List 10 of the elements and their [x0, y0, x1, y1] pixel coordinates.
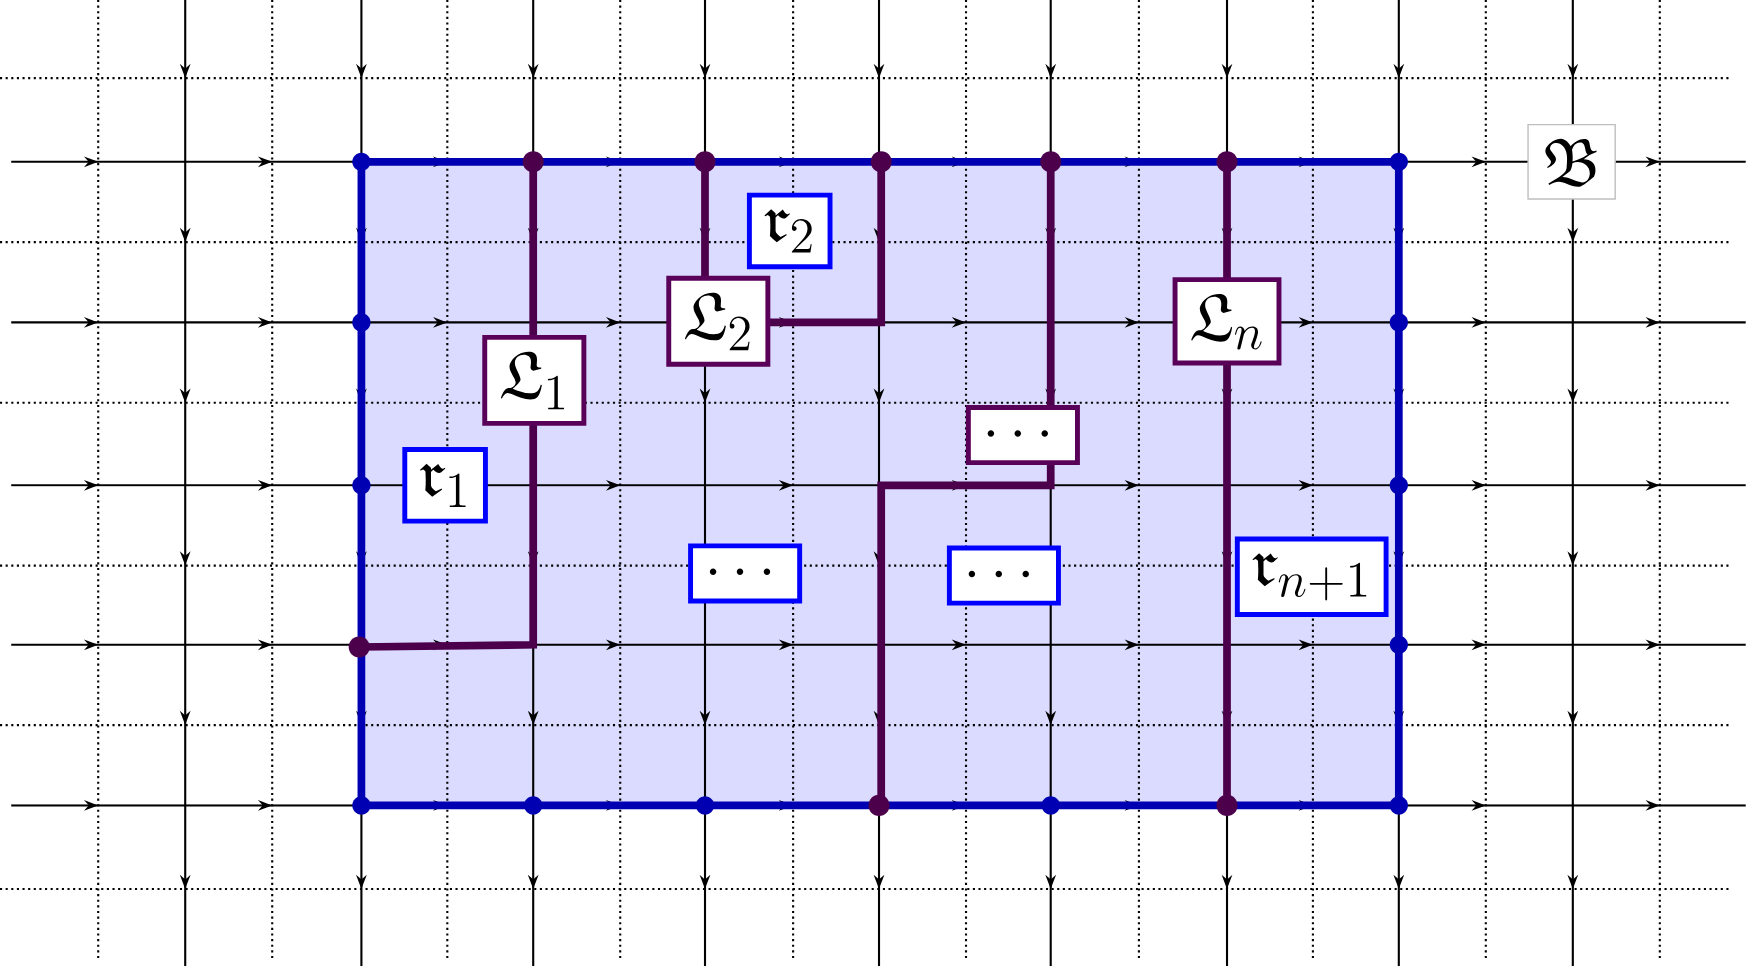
label-box: $\mathfrak{L}_n$ [1172, 277, 1282, 366]
label-box: $\mathfrak{L}_2$ [666, 276, 771, 367]
label-box: $\mathfrak{r}_{n+1}$ [1234, 536, 1389, 617]
label-box: $\mathfrak{L}_1$ [482, 335, 587, 426]
label-box: $\cdots$ [946, 545, 1061, 606]
label-box: $\mathfrak{r}_1$ [402, 447, 488, 524]
label-box: $\cdots$ [688, 543, 803, 604]
label-box: $\cdots$ [965, 405, 1080, 466]
label-box: $\mathfrak{B}$ [1527, 124, 1616, 200]
label-box: $\mathfrak{r}_2$ [746, 192, 833, 270]
